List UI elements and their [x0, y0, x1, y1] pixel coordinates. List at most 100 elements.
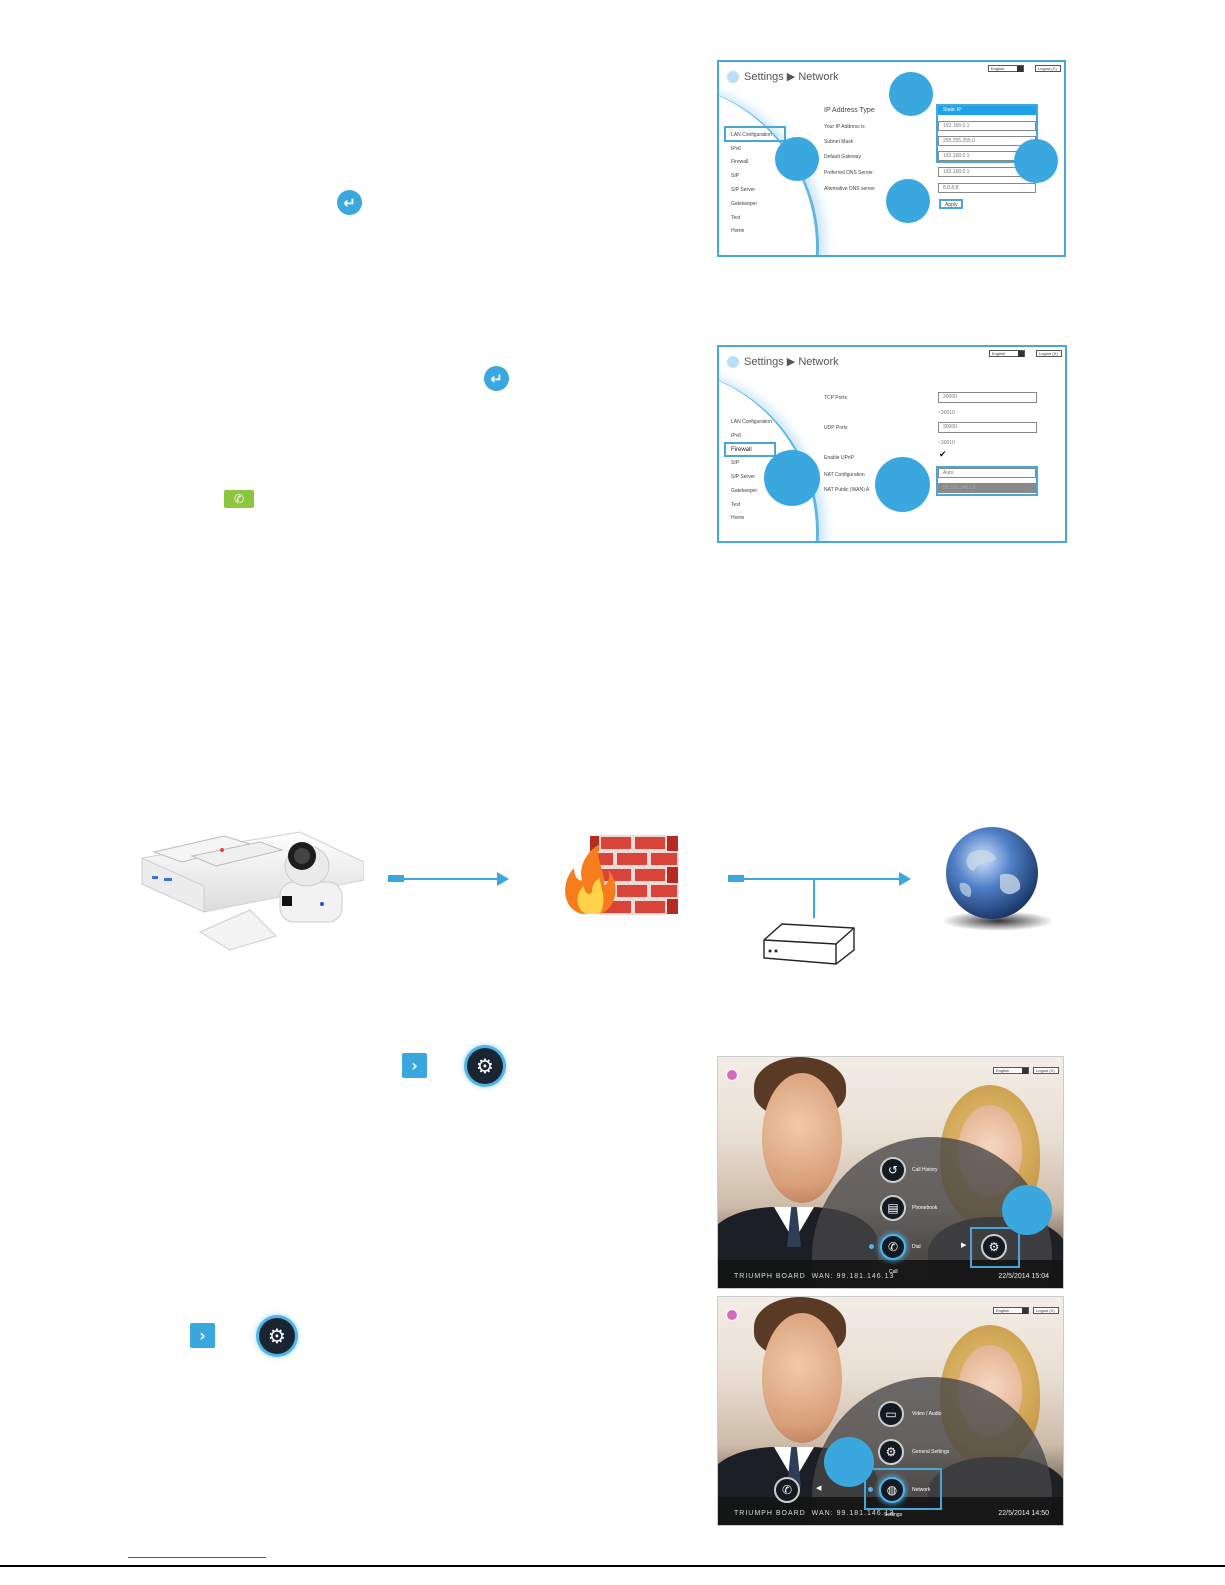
video-audio-icon[interactable]: ▭: [878, 1401, 904, 1427]
tcp-ports-field[interactable]: 30000: [938, 392, 1037, 403]
sidebar-item-ipv6[interactable]: IPv6: [731, 433, 742, 439]
title-text: Settings ▶ Network: [744, 71, 839, 83]
gear-icon: ⚙: [259, 1318, 295, 1354]
sidebar-item-firewall[interactable]: Firewall: [731, 447, 752, 453]
highlight-box: [724, 442, 776, 457]
firewall-icon: [560, 830, 680, 916]
gear-icon: ⚙: [467, 1048, 503, 1084]
logout-button[interactable]: Logout (X): [1033, 1067, 1059, 1074]
page-title: Settings ▶ Network: [727, 355, 839, 368]
enter-icon: ↵: [484, 366, 509, 391]
step-bubble: [875, 457, 930, 512]
udp-range: ~30010: [938, 440, 955, 446]
tcp-ports-label: TCP Ports: [824, 395, 847, 401]
settings-gear-icon[interactable]: ⚙: [981, 1234, 1007, 1260]
chevron-right-icon: ›: [190, 1323, 215, 1348]
language-select[interactable]: English: [989, 350, 1025, 357]
dns2-field[interactable]: 8.8.8.8: [938, 183, 1036, 193]
sidebar-item-test[interactable]: Test: [731, 215, 741, 221]
apply-button[interactable]: Apply: [939, 199, 963, 209]
language-select[interactable]: English: [993, 1067, 1029, 1074]
datetime: 22/5/2014 15:04: [998, 1273, 1049, 1280]
sidebar-item-sip[interactable]: SIP: [731, 173, 740, 179]
sidebar-item-sip[interactable]: SIP: [731, 460, 740, 466]
sidebar-item-test[interactable]: Test: [731, 502, 741, 508]
home-screen-screenshot: English Logout (X) TRIUMPH BOARD WAN: 99…: [717, 1056, 1064, 1289]
sidebar-item-gatekeeper[interactable]: Gatekeeper: [731, 201, 758, 207]
call-back-icon[interactable]: ✆: [774, 1477, 800, 1503]
footer-link-underline[interactable]: [128, 1557, 266, 1558]
network-label: Network: [912, 1487, 931, 1493]
sidebar-item-lan[interactable]: LAN Configuration: [731, 132, 772, 138]
logout-button[interactable]: Logout (X): [1033, 1307, 1059, 1314]
highlight-box: [724, 126, 786, 142]
step-bubble: [764, 450, 820, 506]
nat-config-label: NAT Configuration: [824, 472, 865, 478]
sidebar-item-home[interactable]: Home: [731, 515, 745, 521]
arrow-head-icon: [899, 872, 911, 886]
call-history-icon[interactable]: ↺: [880, 1157, 906, 1183]
dns2-label: Alternative DNS server: [824, 186, 875, 192]
language-select[interactable]: English: [988, 65, 1024, 72]
upnp-checkbox[interactable]: ✔: [939, 450, 947, 460]
brand-label: TRIUMPH BOARD WAN: 99.181.146.13: [734, 1510, 894, 1517]
next-arrow-icon[interactable]: ▶: [961, 1241, 967, 1249]
sidebar-item-sip-server[interactable]: SIP Server: [731, 187, 756, 193]
ip-address-field[interactable]: 192.168.0.1: [938, 121, 1036, 131]
sidebar-item-gatekeeper[interactable]: Gatekeeper: [731, 488, 758, 494]
title-dot-icon: [727, 70, 739, 83]
logout-button[interactable]: Logout (X): [1036, 350, 1062, 357]
title-text: Settings ▶ Network: [744, 356, 839, 368]
sidebar-item-sip-server[interactable]: SIP Server: [731, 474, 756, 480]
brand-label: TRIUMPH BOARD WAN: 99.181.146.13: [734, 1273, 894, 1280]
highlight-box: [936, 104, 1038, 163]
phonebook-icon[interactable]: ▤: [880, 1195, 906, 1221]
connector-stub: [728, 875, 744, 882]
subnet-mask-label: Subnet Mask: [824, 139, 854, 145]
dial-icon[interactable]: ✆: [880, 1234, 906, 1260]
network-globe-icon[interactable]: ◍: [879, 1477, 905, 1503]
step-bubble: [889, 72, 933, 116]
sidebar-item-firewall[interactable]: Firewall: [731, 159, 749, 165]
logout-button[interactable]: Logout (X): [1035, 65, 1061, 72]
step-bubble: [824, 1437, 874, 1487]
brand-text: TRIUMPH BOARD: [734, 1510, 806, 1517]
general-settings-icon[interactable]: ⚙: [878, 1439, 904, 1465]
settings-screen-screenshot: English Logout (X) TRIUMPH BOARD WAN: 99…: [717, 1296, 1064, 1526]
dial-label: Dial: [912, 1244, 921, 1250]
wan-address: WAN: 99.181.146.13: [811, 1273, 895, 1280]
highlight-box: [864, 1468, 942, 1510]
dns1-label: Preferred DNS Server: [824, 170, 873, 176]
sidebar-item-ipv6[interactable]: IPv6: [731, 146, 742, 152]
nat-public-label: NAT Public (WAN) A: [824, 487, 870, 493]
wan-address: WAN: 99.181.146.13: [811, 1510, 895, 1517]
gateway-label: Default Gateway: [824, 154, 861, 160]
step-bubble: [886, 179, 930, 223]
nat-public-field[interactable]: 99.181.146.13: [938, 483, 1036, 493]
step-bubble: [1014, 139, 1058, 183]
highlight-box: [936, 466, 1038, 496]
sidebar-item-home[interactable]: Home: [731, 228, 745, 234]
call-history-label: Call History: [912, 1167, 938, 1173]
video-audio-label: Video / Audio: [912, 1411, 942, 1417]
firewall-settings-screenshot: Settings ▶ Network English Logout (X) LA…: [717, 345, 1067, 543]
ip-type-label: IP Address Type: [824, 107, 875, 114]
udp-ports-field[interactable]: 30000: [938, 422, 1037, 433]
highlight-box: [970, 1227, 1020, 1268]
language-select[interactable]: English: [993, 1307, 1029, 1314]
connector-line: [400, 878, 498, 880]
general-settings-label: General Settings: [912, 1449, 950, 1455]
step-bubble: [1002, 1185, 1052, 1235]
prev-arrow-icon[interactable]: ◀: [816, 1484, 822, 1492]
nat-config-select[interactable]: Auto: [938, 468, 1036, 478]
indicator-dot: [869, 1244, 874, 1249]
brand-text: TRIUMPH BOARD: [734, 1273, 806, 1280]
connector-stub: [388, 875, 404, 882]
sidebar-item-lan[interactable]: LAN Configuration: [731, 419, 772, 425]
ip-address-label: Your IP Address is: [824, 124, 865, 130]
title-dot-icon: [727, 355, 739, 368]
status-bar: [718, 1260, 1063, 1288]
step-bubble: [775, 137, 819, 181]
enter-icon: ↵: [337, 190, 362, 215]
phonebook-label: Phonebook: [912, 1205, 938, 1211]
